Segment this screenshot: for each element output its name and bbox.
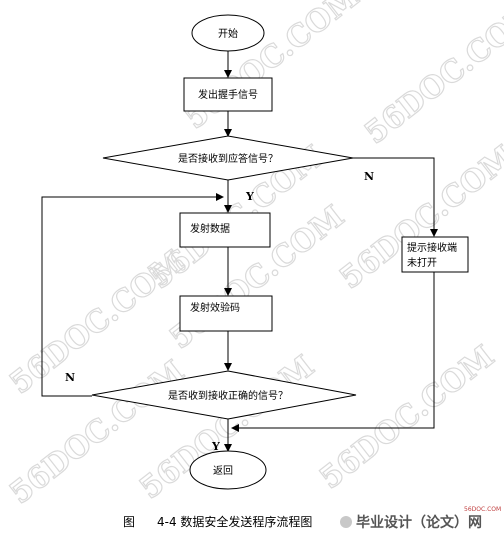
send-data-label: 发射数据 [190, 222, 230, 235]
figure-label: 图 [123, 515, 135, 529]
prompt-box [401, 236, 469, 273]
correct-decision-label: 是否收到接收正确的信号？ [168, 389, 288, 402]
no-label-ack: N [364, 170, 374, 183]
watermark-9: 56DOC.COM [313, 339, 501, 496]
yes-label-ack: Y [245, 190, 254, 203]
watermark-6: 56DOC.COM [333, 139, 504, 296]
brand-small-text: 56DOC.COM [464, 506, 501, 513]
brand-emblem-icon [340, 516, 352, 528]
prompt-label-line1: 提示接收端 [407, 241, 457, 254]
start-label: 开始 [218, 27, 238, 40]
figure-title: 4-4 数据安全发送程序流程图 [157, 514, 312, 529]
start-node [191, 14, 265, 52]
end-label: 返回 [213, 465, 233, 477]
connector-layer [41, 51, 438, 452]
watermark-2: 56DOC.COM [358, 0, 504, 151]
handshake-box [183, 77, 273, 112]
no-label-correct: N [65, 371, 75, 384]
send-check-label: 发射效验码 [190, 301, 240, 314]
end-node [189, 450, 267, 490]
brand-name: 毕业设计（论文）网 [356, 514, 482, 531]
yes-label-correct: Y [211, 440, 220, 453]
arrow-prompt-to-return [231, 272, 435, 432]
arrow-retry-loop [41, 193, 224, 397]
arrow-no-to-prompt [353, 157, 438, 237]
send-data-box [179, 212, 271, 248]
send-check-box [179, 295, 273, 332]
handshake-label: 发出握手信号 [198, 88, 258, 101]
ack-decision-label: 是否接收到应答信号？ [178, 152, 278, 165]
ack-decision-diamond [102, 135, 354, 181]
correct-decision-diamond [91, 370, 357, 420]
brand-logo: 56DOC.COM 毕业设计（论文）网 [340, 506, 501, 531]
prompt-label-line2: 未打开 [407, 256, 437, 269]
